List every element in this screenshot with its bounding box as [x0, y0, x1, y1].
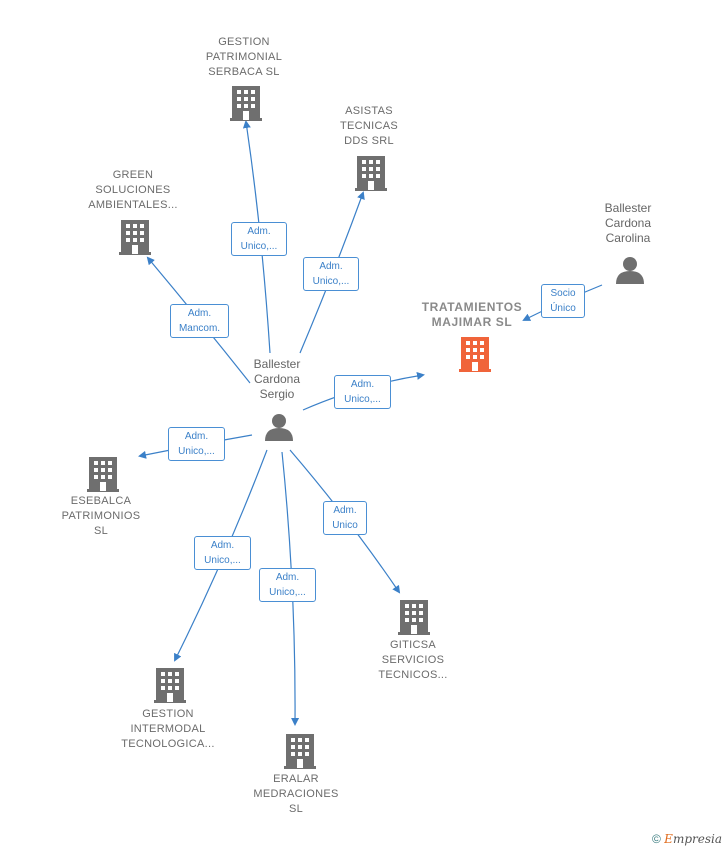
- person-icon[interactable]: [616, 257, 644, 284]
- copyright-icon: ©: [651, 832, 661, 846]
- edge-label-tratamientos[interactable]: Adm. Unico,...: [334, 375, 391, 409]
- edge-label-eralar[interactable]: Adm. Unico,...: [259, 568, 316, 602]
- node-label-gestion-patrimonial[interactable]: GESTION PATRIMONIAL SERBACA SL: [205, 36, 283, 78]
- building-icon[interactable]: [459, 337, 491, 372]
- edge-label-esebalca[interactable]: Adm. Unico,...: [168, 427, 225, 461]
- building-icon[interactable]: [284, 734, 316, 769]
- node-label-esebalca[interactable]: ESEBALCA PATRIMONIOS SL: [61, 495, 141, 537]
- node-label-carolina[interactable]: Ballester Cardona Carolina: [604, 201, 652, 245]
- person-icon[interactable]: [265, 414, 293, 441]
- brand-initial: E: [664, 832, 673, 846]
- node-label-eralar[interactable]: ERALAR MEDRACIONES SL: [253, 773, 339, 815]
- node-label-giticsa[interactable]: GITICSA SERVICIOS TECNICOS...: [378, 639, 448, 681]
- node-label-asistas[interactable]: ASISTAS TECNICAS DDS SRL: [339, 105, 399, 147]
- node-label-sergio[interactable]: Ballester Cardona Sergio: [253, 357, 301, 401]
- building-icon[interactable]: [87, 457, 119, 492]
- building-icon[interactable]: [119, 220, 151, 255]
- node-label-gestion-intermodal[interactable]: GESTION INTERMODAL TECNOLOGICA...: [121, 708, 215, 750]
- edge-label-asistas[interactable]: Adm. Unico,...: [303, 257, 359, 291]
- node-label-green[interactable]: GREEN SOLUCIONES AMBIENTALES...: [88, 169, 178, 211]
- brand-name: mpresia: [672, 832, 722, 846]
- edge-label-gestion-intermodal[interactable]: Adm. Unico,...: [194, 536, 251, 570]
- footer-brand: © Empresia: [652, 832, 722, 846]
- edge-label-gestion-patrimonial[interactable]: Adm. Unico,...: [231, 222, 287, 256]
- edge-label-carolina[interactable]: Socio Único: [541, 284, 585, 318]
- building-icon[interactable]: [398, 600, 430, 635]
- building-icon[interactable]: [154, 668, 186, 703]
- edge-label-giticsa[interactable]: Adm. Unico: [323, 501, 367, 535]
- building-icon[interactable]: [355, 156, 387, 191]
- edge-label-green[interactable]: Adm. Mancom.: [170, 304, 229, 338]
- building-icon[interactable]: [230, 86, 262, 121]
- node-label-tratamientos[interactable]: TRATAMIENTOS MAJIMAR SL: [421, 300, 523, 329]
